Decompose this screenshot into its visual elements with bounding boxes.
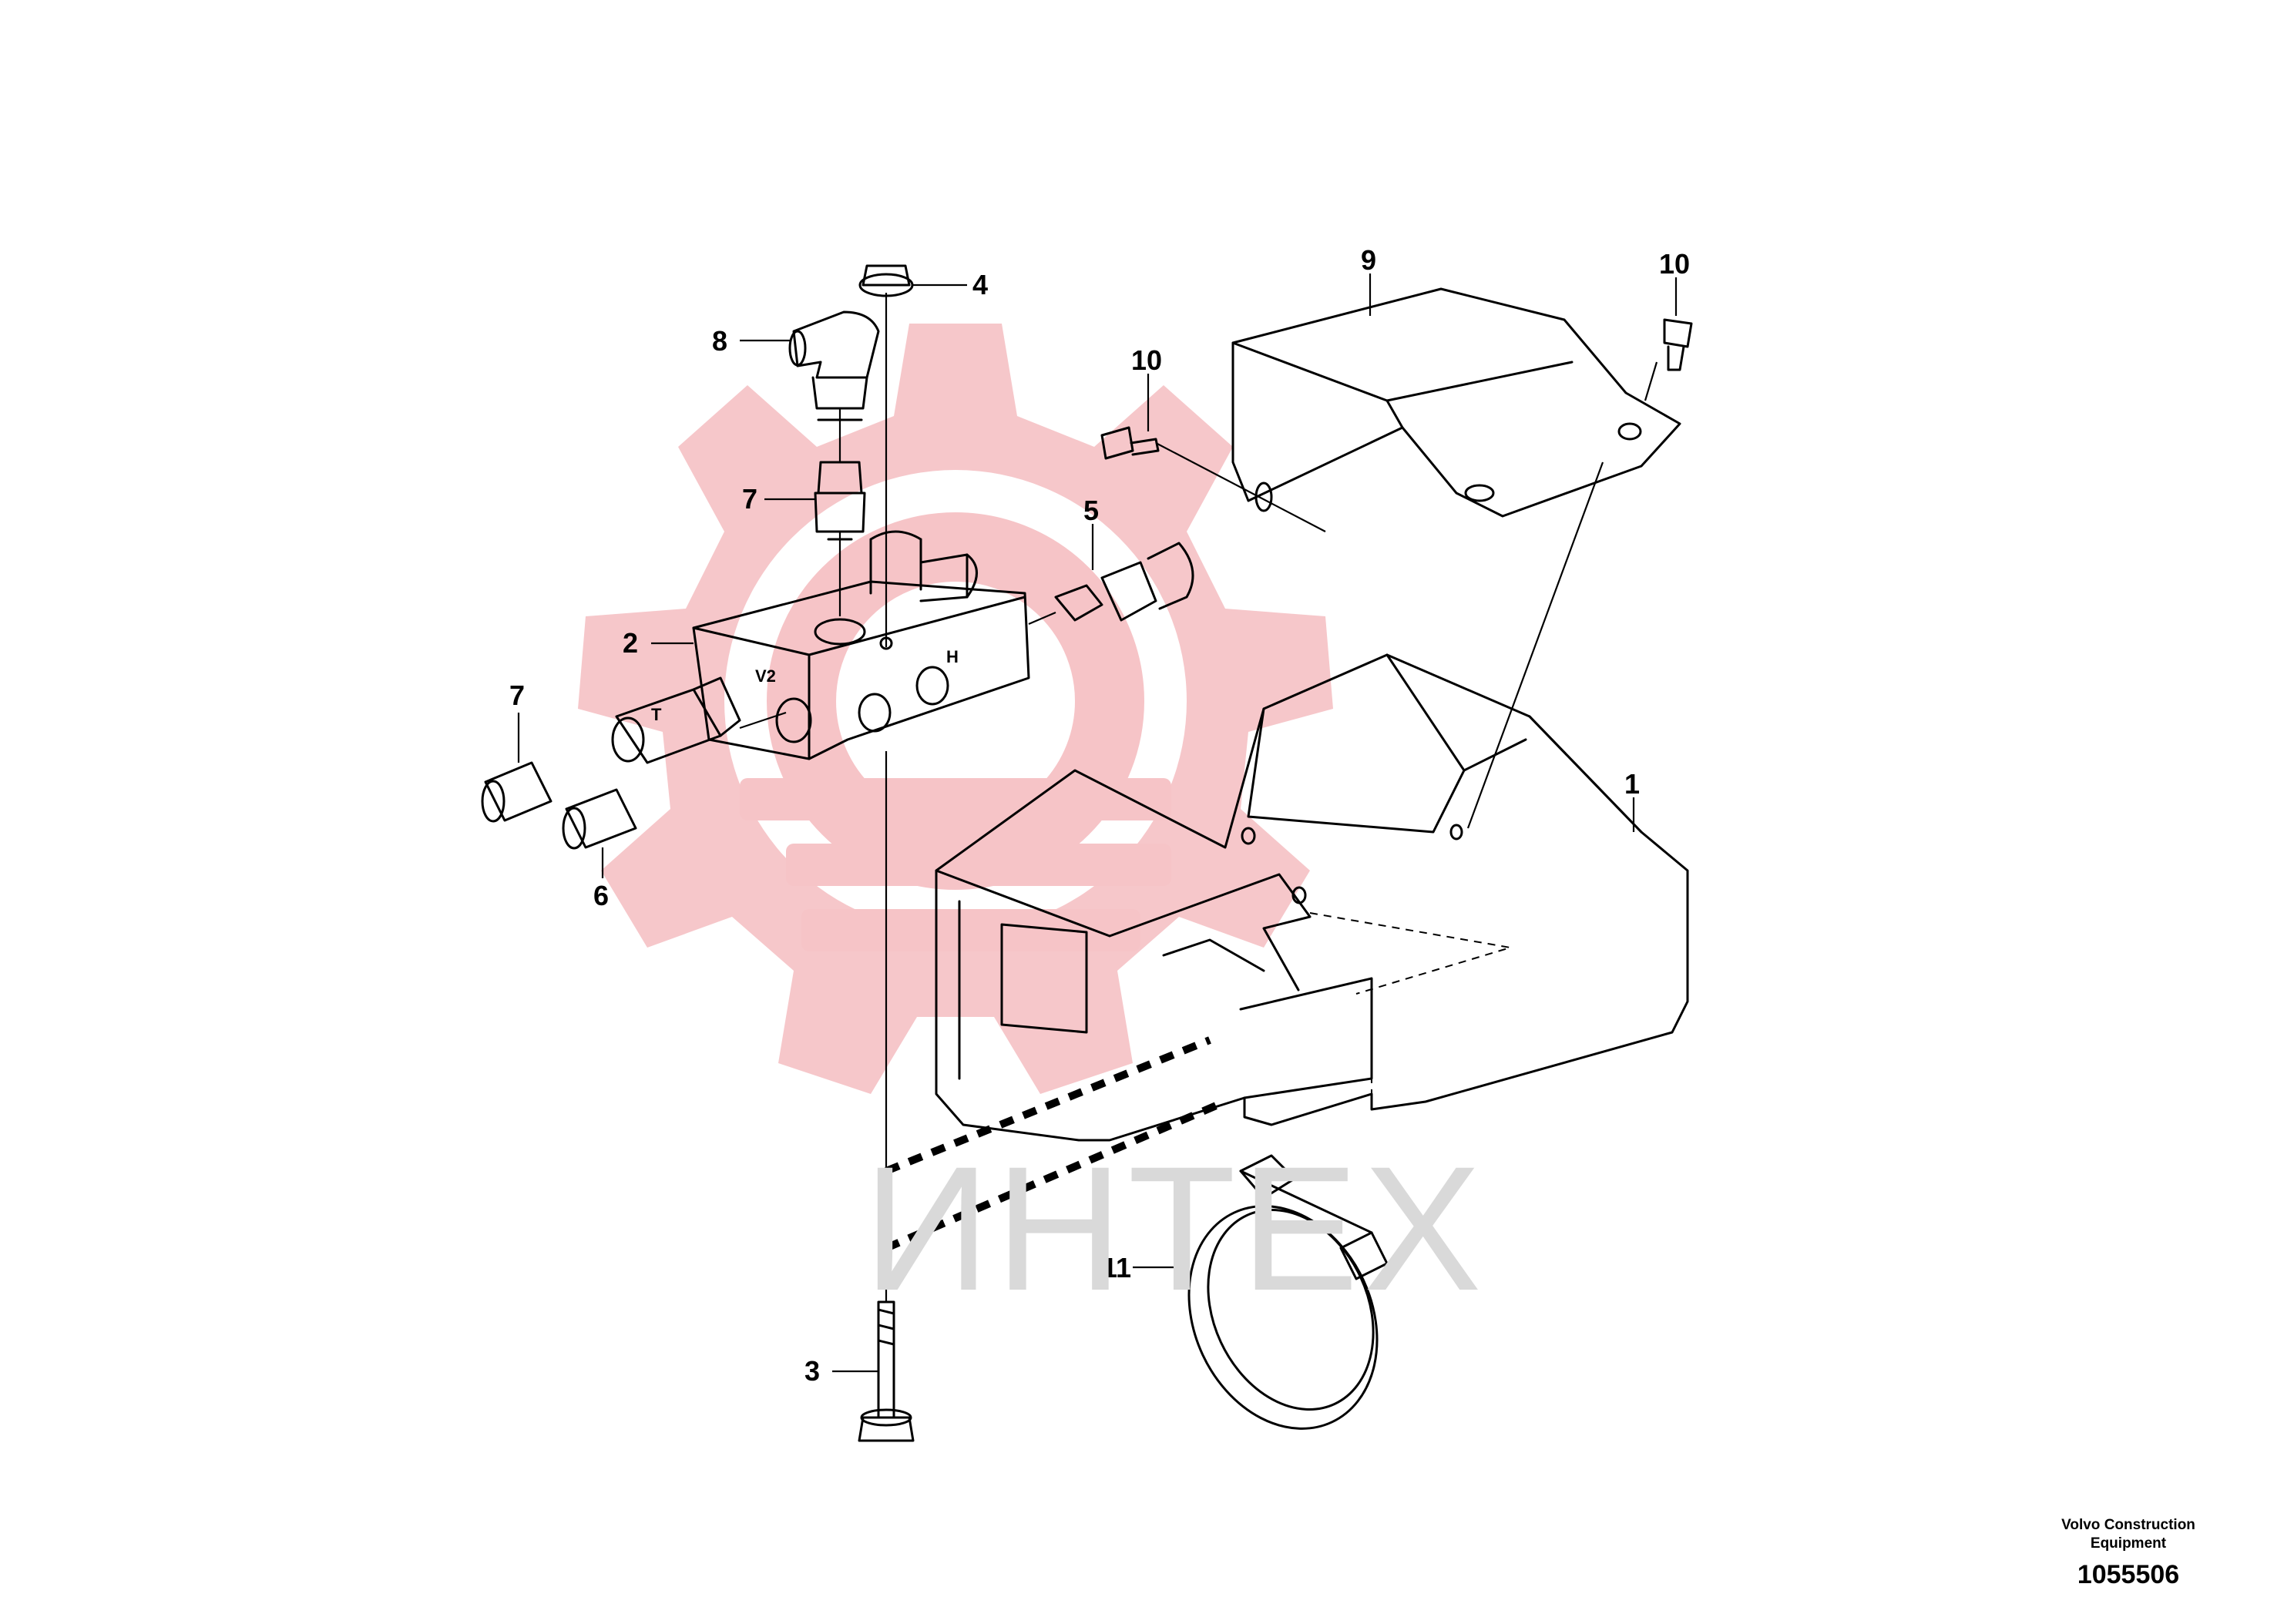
callout-8: 8	[712, 325, 790, 357]
svg-text:10: 10	[1131, 344, 1162, 376]
svg-text:6: 6	[593, 880, 609, 911]
valve-marking-v2: V2	[755, 666, 776, 686]
main-guard-housing	[935, 653, 1689, 1142]
valve-marking-h: H	[946, 647, 959, 666]
callout-7-upper: 7	[742, 483, 815, 515]
long-bolt	[858, 1300, 915, 1442]
hose-clamp	[1187, 1154, 1389, 1430]
bolt-10-right	[1663, 318, 1693, 371]
callout-4: 4	[913, 269, 988, 300]
elbow-fitting	[788, 310, 880, 421]
svg-text:10: 10	[1659, 248, 1690, 280]
callout-6: 6	[593, 847, 609, 911]
callout-11: 11	[1102, 1252, 1187, 1283]
bracket-cover	[1231, 287, 1681, 518]
brand-line-1: Volvo Construction	[2061, 1517, 2195, 1533]
callout-10-right: 10	[1659, 248, 1690, 316]
callout-9: 9	[1361, 244, 1376, 316]
drawing-number: 1055506	[2077, 1560, 2180, 1589]
fitting-t-port	[611, 676, 741, 764]
callout-1: 1	[1624, 768, 1640, 832]
dashed-connection-lines	[885, 1036, 1227, 1252]
svg-text:11: 11	[1102, 1252, 1131, 1283]
svg-text:9: 9	[1361, 244, 1376, 276]
hex-nut	[858, 264, 914, 297]
svg-text:4: 4	[972, 269, 988, 300]
watermark-stripes	[740, 778, 1171, 951]
callout-7-left: 7	[509, 679, 525, 763]
watermark-text: ИНТЕХ	[863, 1129, 1486, 1327]
assembly-lines	[739, 293, 1658, 1302]
valve-marking-t: T	[651, 705, 662, 724]
svg-text:7: 7	[509, 679, 525, 711]
plug-6	[562, 788, 637, 850]
callout-3: 3	[804, 1355, 878, 1387]
plug-7-left	[481, 761, 553, 823]
footer-brand: Volvo Construction Equipment	[2028, 1516, 2229, 1553]
callout-2: 2	[623, 627, 694, 659]
brand-line-2: Equipment	[2090, 1535, 2167, 1552]
svg-text:2: 2	[623, 627, 638, 659]
svg-text:8: 8	[712, 325, 727, 357]
svg-text:3: 3	[804, 1355, 820, 1387]
bolt-10-left	[1100, 426, 1160, 460]
svg-text:1: 1	[1624, 768, 1640, 800]
svg-text:5: 5	[1083, 495, 1099, 526]
callout-10-left: 10	[1131, 344, 1162, 431]
callout-5: 5	[1083, 495, 1099, 570]
svg-text:7: 7	[742, 483, 757, 515]
adapter-fitting-5	[1054, 542, 1194, 622]
